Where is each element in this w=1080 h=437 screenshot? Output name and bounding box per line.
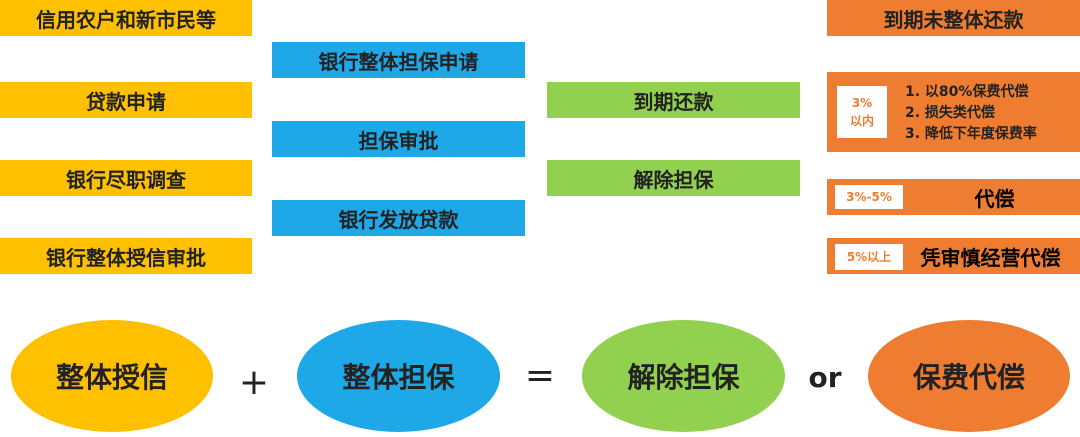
step-loan-disbursement: 银行发放贷款 xyxy=(272,200,525,236)
step-due-diligence: 银行尽职调查 xyxy=(0,160,252,196)
tier-2-box: 3%-5% 代偿 xyxy=(827,179,1080,215)
default-header: 到期未整体还款 xyxy=(827,0,1080,36)
step-loan-application: 贷款申请 xyxy=(0,82,252,118)
ellipse-release-guarantee: 解除担保 xyxy=(582,320,785,432)
step-credit-approval: 银行整体授信审批 xyxy=(0,238,252,274)
tier-1-box: 3% 以内 1. 以80%保费代偿 2. 损失类代偿 3. 降低下年度保费率 xyxy=(827,72,1080,152)
or-text: or xyxy=(808,360,842,394)
tier-3-box: 5%以上 凭审慎经营代偿 xyxy=(827,238,1080,274)
step-guarantee-application: 银行整体担保申请 xyxy=(272,42,525,78)
tier-2-label: 代偿 xyxy=(974,186,1015,211)
tier-1-item: 3. 降低下年度保费率 xyxy=(905,126,1037,142)
tier-1-tag-line1: 3% xyxy=(851,96,873,110)
equals-sign: = xyxy=(524,354,556,396)
step-guarantee-approval: 担保审批 xyxy=(272,121,525,157)
tier-1-list: 1. 以80%保费代偿 2. 损失类代偿 3. 降低下年度保费率 xyxy=(905,82,1037,145)
tier-1-tag: 3% 以内 xyxy=(837,86,887,138)
tier-3-tag: 5%以上 xyxy=(835,244,903,270)
step-repayment: 到期还款 xyxy=(547,82,800,118)
tier-1-item: 2. 损失类代偿 xyxy=(905,105,995,121)
ellipse-overall-credit: 整体授信 xyxy=(11,320,213,432)
ellipse-overall-guarantee: 整体担保 xyxy=(297,320,500,432)
step-release-guarantee: 解除担保 xyxy=(547,160,800,196)
step-applicants: 信用农户和新市民等 xyxy=(0,0,252,36)
tier-1-item: 1. 以80%保费代偿 xyxy=(905,84,1029,100)
tier-1-tag-line2: 以内 xyxy=(849,114,874,128)
ellipse-premium-compensation: 保费代偿 xyxy=(868,320,1070,432)
plus-sign: + xyxy=(238,361,270,403)
tier-2-tag: 3%-5% xyxy=(835,185,903,209)
tier-3-label: 凭审慎经营代偿 xyxy=(920,245,1061,270)
